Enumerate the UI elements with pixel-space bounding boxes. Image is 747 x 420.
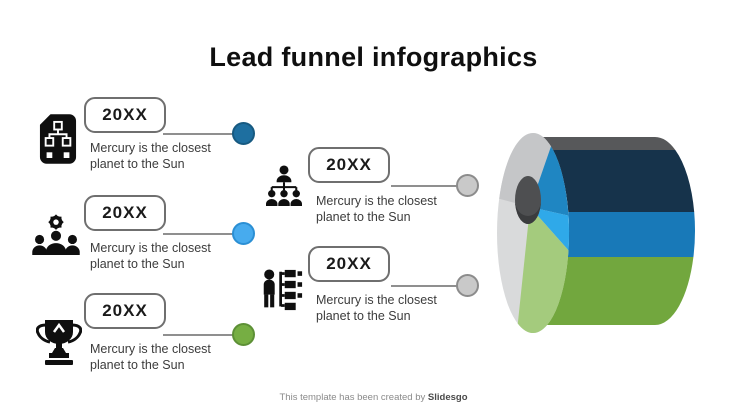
donut-hole (515, 176, 541, 224)
timeline-dot (456, 274, 479, 297)
trophy-icon (36, 320, 82, 365)
timeline-dot (232, 323, 255, 346)
item-description: Mercury is the closest planet to the Sun (90, 241, 211, 271)
year-badge: 20XX (84, 195, 166, 231)
cylinder-top-edge (533, 136, 676, 150)
slide-title: Lead funnel infographics (209, 42, 538, 72)
timeline-dot (232, 122, 255, 145)
connector-line (163, 233, 234, 235)
org-chart-card-icon (39, 113, 77, 164)
cylinder-band-middle (567, 212, 695, 257)
people-tree-icon (266, 165, 302, 206)
slidesgo-brand: Slidesgo (427, 392, 468, 403)
donut-hole-shadow (515, 200, 541, 224)
person-blocks-icon (263, 269, 303, 311)
footer-credit: This template has been created by Slides… (0, 392, 747, 403)
donut-face-gray-top (499, 133, 551, 207)
item-description: Mercury is the closest planet to the Sun (316, 293, 437, 323)
footer-credit-text: This template has been created by (279, 392, 428, 403)
connector-line (163, 133, 234, 135)
team-gear-icon (32, 214, 80, 255)
cylinder-band-bottom (533, 257, 694, 325)
year-badge: 20XX (84, 97, 166, 133)
item-description: Mercury is the closest planet to the Sun (90, 141, 211, 171)
year-badge: 20XX (308, 246, 390, 282)
funnel-cylinder-chart (497, 133, 695, 334)
cylinder-band-top (551, 150, 695, 212)
connector-line (391, 285, 458, 287)
donut-face-bright-blue (530, 207, 570, 251)
year-badge: 20XX (84, 293, 166, 329)
year-badge: 20XX (308, 147, 390, 183)
connector-line (163, 334, 234, 336)
donut-face-green (517, 207, 569, 334)
timeline-dot (232, 222, 255, 245)
connector-line (391, 185, 458, 187)
item-description: Mercury is the closest planet to the Sun (90, 342, 211, 372)
timeline-dot (456, 174, 479, 197)
item-description: Mercury is the closest planet to the Sun (316, 194, 437, 224)
